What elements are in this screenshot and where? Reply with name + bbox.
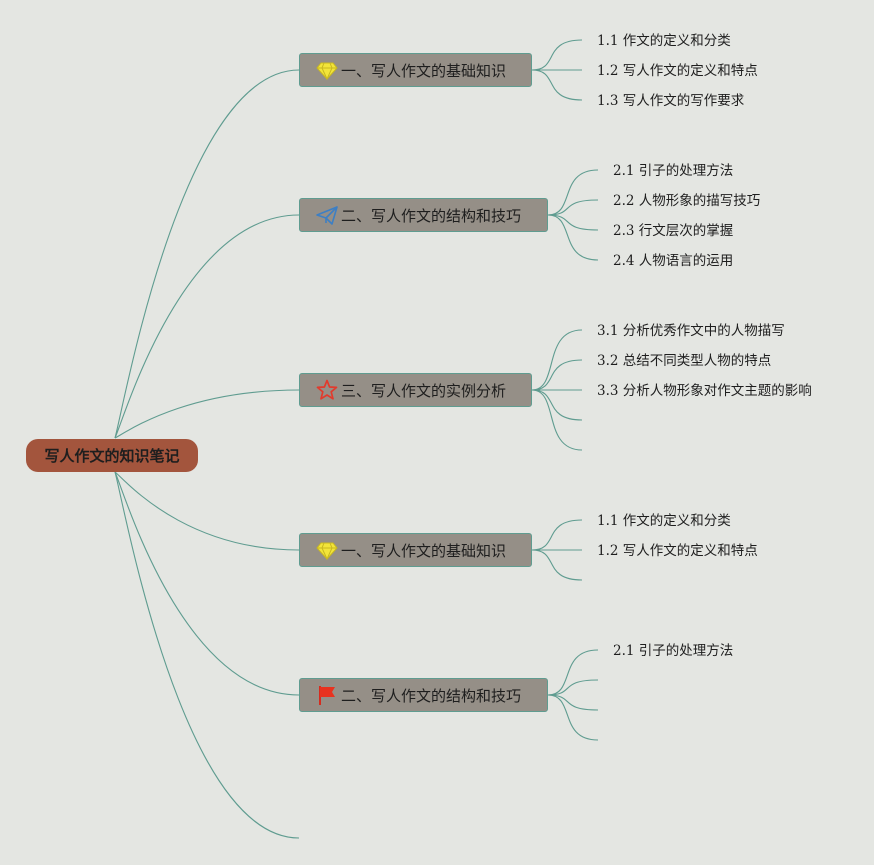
leaf-1-3[interactable]: 1.3 写人作文的写作要求 — [597, 93, 745, 109]
branch-topic-1[interactable]: 一、写人作文的基础知识 — [299, 53, 532, 87]
leaf-1-2[interactable]: 1.2 写人作文的定义和特点 — [597, 63, 758, 79]
branch-label: 二、写人作文的结构和技巧 — [341, 206, 522, 225]
leaf-5-1[interactable]: 2.1 引子的处理方法 — [613, 643, 734, 659]
leaf-2-3[interactable]: 2.3 行文层次的掌握 — [613, 223, 734, 239]
root-link-5 — [114, 471, 300, 696]
branch-topic-2[interactable]: 二、写人作文的结构和技巧 — [299, 198, 548, 232]
root-topic-label: 写人作文的知识笔记 — [44, 447, 180, 465]
leaf-4-1[interactable]: 1.1 作文的定义和分类 — [597, 513, 731, 529]
leaf-link-5-1 — [547, 649, 599, 696]
leaf-3-1[interactable]: 3.1 分析优秀作文中的人物描写 — [597, 323, 785, 339]
leaf-2-1[interactable]: 2.1 引子的处理方法 — [613, 163, 734, 179]
leaf-link-3-1 — [531, 329, 583, 391]
leaf-2-4[interactable]: 2.4 人物语言的运用 — [613, 253, 734, 269]
root-link-3 — [114, 389, 300, 439]
leaf-1-1[interactable]: 1.1 作文的定义和分类 — [597, 33, 731, 49]
leaf-3-3[interactable]: 3.3 分析人物形象对作文主题的影响 — [597, 383, 812, 399]
leaf-link-3-4 — [531, 389, 583, 421]
diamond-icon — [315, 539, 339, 561]
star-icon — [315, 379, 339, 401]
leaf-link-2-3 — [547, 214, 599, 231]
root-link-2 — [114, 214, 300, 439]
leaf-link-3-2 — [531, 359, 583, 391]
branch-label: 一、写人作文的基础知识 — [341, 61, 507, 80]
leaf-4-2[interactable]: 1.2 写人作文的定义和特点 — [597, 543, 758, 559]
root-link-6 — [114, 471, 300, 839]
flag-icon — [315, 684, 339, 706]
leaf-link-3-5 — [531, 389, 583, 451]
root-link-1 — [114, 69, 300, 439]
leaf-3-2[interactable]: 3.2 总结不同类型人物的特点 — [597, 353, 772, 369]
leaf-link-1-3 — [531, 69, 583, 101]
leaf-link-5-4 — [547, 694, 599, 741]
paper-plane-icon — [315, 204, 339, 226]
leaf-link-4-3 — [531, 549, 583, 581]
leaf-link-5-3 — [547, 694, 599, 711]
branch-topic-4[interactable]: 一、写人作文的基础知识 — [299, 533, 532, 567]
leaf-link-5-2 — [547, 679, 599, 696]
root-link-4 — [114, 471, 300, 551]
branch-label: 一、写人作文的基础知识 — [341, 541, 507, 560]
branch-label: 二、写人作文的结构和技巧 — [341, 686, 522, 705]
branch-topic-5[interactable]: 二、写人作文的结构和技巧 — [299, 678, 548, 712]
leaf-link-2-4 — [547, 214, 599, 261]
root-topic[interactable]: 写人作文的知识笔记 — [26, 439, 198, 472]
leaf-link-2-1 — [547, 169, 599, 216]
diamond-icon — [315, 59, 339, 81]
leaf-link-1-1 — [531, 39, 583, 71]
branch-topic-3[interactable]: 三、写人作文的实例分析 — [299, 373, 532, 407]
branch-label: 三、写人作文的实例分析 — [341, 381, 507, 400]
leaf-link-2-2 — [547, 199, 599, 216]
leaf-2-2[interactable]: 2.2 人物形象的描写技巧 — [613, 193, 761, 209]
leaf-link-4-1 — [531, 519, 583, 551]
